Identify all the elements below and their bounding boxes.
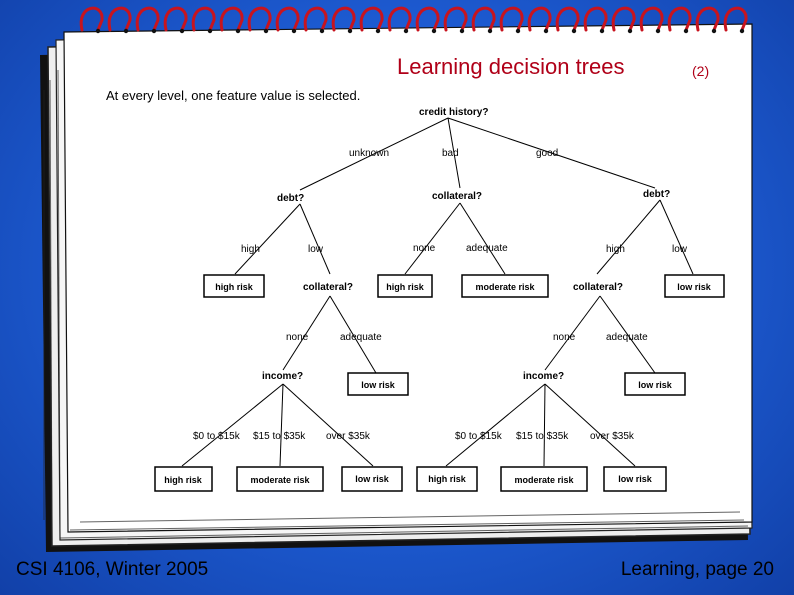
node-collateral-left: collateral?: [303, 282, 353, 293]
leaf-high-risk: high risk: [386, 282, 425, 292]
binding-loop: [81, 8, 102, 30]
binding-hole: [208, 29, 212, 33]
binding-loop: [445, 8, 466, 30]
binding-loop: [417, 8, 438, 30]
node-collateral-right: collateral?: [573, 282, 623, 293]
slide-title-suffix: (2): [692, 63, 709, 79]
branch-label: adequate: [340, 332, 382, 343]
binding-loop: [333, 8, 354, 30]
node-income-left: income?: [262, 371, 303, 382]
binding-hole: [628, 29, 632, 33]
branch-label: over $35k: [326, 431, 371, 442]
binding-loop: [109, 8, 130, 30]
binding-hole: [600, 29, 604, 33]
binding-hole: [656, 29, 660, 33]
branch-label: adequate: [466, 243, 508, 254]
binding-loop: [221, 8, 242, 30]
node-collateral-middle: collateral?: [432, 191, 482, 202]
node-credit-history: credit history?: [419, 107, 488, 118]
branch-label: $0 to $15k: [193, 431, 241, 442]
branch-label: none: [286, 332, 309, 343]
binding-hole: [124, 29, 128, 33]
binding-loop: [361, 8, 382, 30]
binding-hole: [320, 29, 324, 33]
binding-loop: [249, 8, 270, 30]
binding-loop: [277, 8, 298, 30]
binding-loop: [137, 8, 158, 30]
binding-hole: [152, 29, 156, 33]
branch-label: none: [553, 332, 576, 343]
binding-hole: [516, 29, 520, 33]
branch-label: unknown: [349, 148, 389, 159]
binding-hole: [348, 29, 352, 33]
binding-hole: [376, 29, 380, 33]
leaf-low-risk: low risk: [638, 380, 673, 390]
binding-loop: [193, 8, 214, 30]
slide-title: Learning decision trees: [397, 54, 624, 79]
binding-hole: [460, 29, 464, 33]
leaf-high-risk: high risk: [428, 474, 467, 484]
branch-label: $15 to $35k: [516, 431, 569, 442]
leaf-moderate-risk: moderate risk: [475, 282, 535, 292]
node-income-right: income?: [523, 371, 564, 382]
leaf-low-risk: low risk: [355, 474, 390, 484]
branch-label: $15 to $35k: [253, 431, 306, 442]
footer-page-number: Learning, page 20: [621, 559, 774, 581]
branch-label: bad: [442, 148, 459, 159]
branch-label: adequate: [606, 332, 648, 343]
binding-hole: [432, 29, 436, 33]
branch-label: over $35k: [590, 431, 635, 442]
leaf-high-risk: high risk: [164, 475, 203, 485]
branch-label: $0 to $15k: [455, 431, 503, 442]
leaf-low-risk: low risk: [618, 474, 653, 484]
binding-hole: [712, 29, 716, 33]
leaf-moderate-risk: moderate risk: [250, 475, 310, 485]
footer-course: CSI 4106, Winter 2005: [16, 559, 208, 581]
leaf-moderate-risk: moderate risk: [514, 475, 574, 485]
branch-label: none: [413, 243, 436, 254]
binding-hole: [572, 29, 576, 33]
binding-hole: [684, 29, 688, 33]
binding-hole: [488, 29, 492, 33]
binding-loop: [165, 8, 186, 30]
leaf-low-risk: low risk: [361, 380, 396, 390]
node-debt-left: debt?: [277, 193, 304, 204]
binding-hole: [544, 29, 548, 33]
binding-hole: [180, 29, 184, 33]
binding-hole: [96, 29, 100, 33]
binding-hole: [264, 29, 268, 33]
binding-loop: [389, 8, 410, 30]
branch-label: low: [308, 244, 324, 255]
leaf-low-risk: low risk: [677, 282, 712, 292]
node-debt-right: debt?: [643, 189, 670, 200]
branch-label: low: [672, 244, 688, 255]
branch-label: high: [606, 244, 625, 255]
binding-hole: [292, 29, 296, 33]
binding-hole: [740, 29, 744, 33]
binding-hole: [236, 29, 240, 33]
leaf-high-risk: high risk: [215, 282, 254, 292]
binding-hole: [404, 29, 408, 33]
slide-subtitle: At every level, one feature value is sel…: [106, 88, 360, 103]
branch-label: good: [536, 148, 558, 159]
binding-loop: [305, 8, 326, 30]
branch-label: high: [241, 244, 260, 255]
